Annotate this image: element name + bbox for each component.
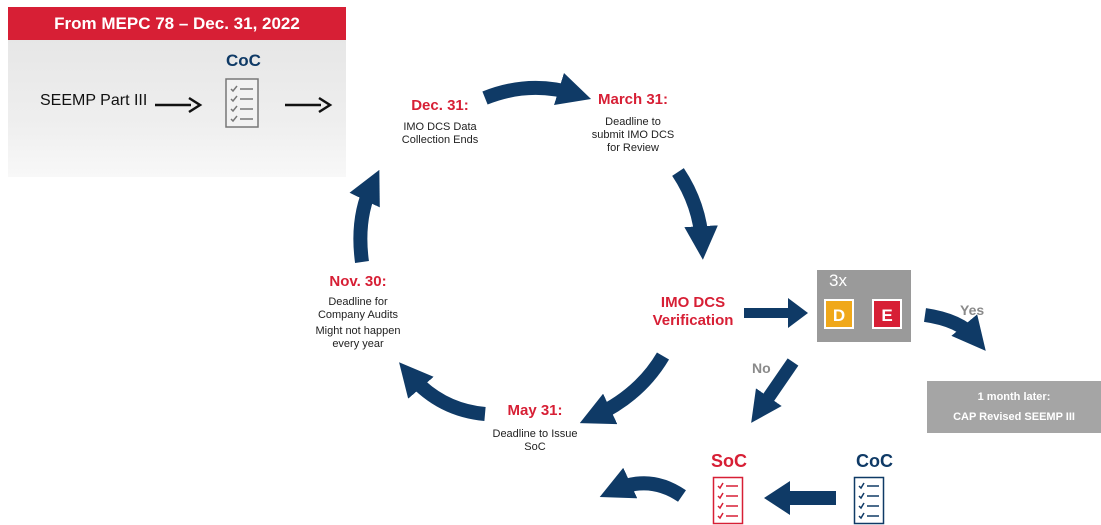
stage-dec31-desc: IMO DCS Data Collection Ends bbox=[401, 121, 479, 146]
stage-mar31-desc: Deadline to submit IMO DCS for Review bbox=[591, 116, 675, 154]
arrow-nov-to-dec bbox=[349, 169, 380, 263]
arrow-soc-to-cycle bbox=[599, 467, 686, 502]
rating-multiplier: 3x bbox=[829, 271, 847, 290]
seemp-part3-label: SEEMP Part III bbox=[40, 92, 148, 109]
arrow-dec-to-mar bbox=[482, 72, 592, 106]
stage-mar31-title: March 31: bbox=[597, 91, 669, 108]
coc-doc-label: CoC bbox=[226, 51, 261, 70]
stage-nov30-title: Nov. 30: bbox=[329, 273, 387, 290]
arrow-no-branch bbox=[751, 358, 799, 423]
soc-doc-label: SoC bbox=[711, 451, 747, 471]
stage-dec31-title: Dec. 31: bbox=[411, 97, 469, 114]
coc-bottom-label: CoC bbox=[856, 451, 893, 471]
stage-verification-title: IMO DCS Verification bbox=[652, 294, 734, 329]
arrow-yes-branch bbox=[923, 308, 986, 351]
stage-nov30-desc: Deadline for Company Audits Might not ha… bbox=[315, 296, 401, 350]
checklist-document-icon bbox=[225, 78, 259, 128]
rating-e-badge: E bbox=[872, 299, 902, 329]
arrow-verif-to-rating bbox=[744, 298, 808, 328]
stage-may31-title: May 31: bbox=[507, 402, 563, 419]
arrow-may-to-nov bbox=[399, 362, 486, 421]
rating-d-badge: D bbox=[824, 299, 854, 329]
yes-branch-label: Yes bbox=[960, 302, 985, 318]
cap-revised-box: 1 month later: CAP Revised SEEMP III bbox=[927, 381, 1101, 433]
checklist-document-icon bbox=[712, 476, 744, 525]
arrow-coc-to-soc bbox=[764, 481, 836, 515]
mepc78-panel: From MEPC 78 – Dec. 31, 2022 SEEMP Part … bbox=[8, 7, 346, 177]
no-branch-label: No bbox=[752, 360, 771, 376]
checklist-document-icon bbox=[853, 476, 885, 525]
arrow-right-icon bbox=[285, 96, 333, 114]
stage-may31-desc: Deadline to Issue SoC bbox=[492, 428, 578, 453]
panel-header: From MEPC 78 – Dec. 31, 2022 bbox=[8, 7, 346, 40]
arrow-verif-to-may bbox=[579, 352, 670, 425]
arrow-mar-to-verif bbox=[672, 168, 718, 260]
arrow-right-icon bbox=[155, 96, 203, 114]
